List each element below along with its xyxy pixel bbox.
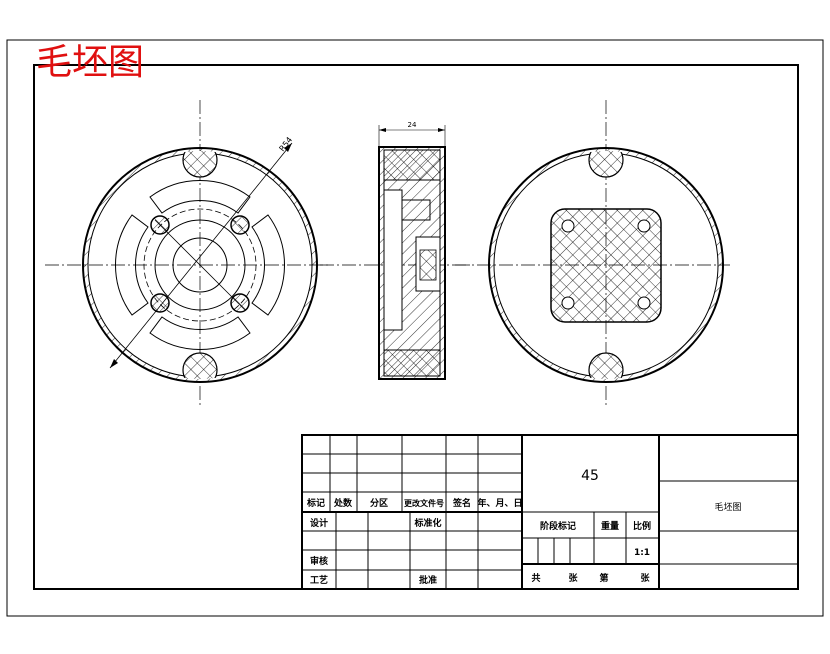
- drawing-name: 毛坯图: [714, 501, 741, 513]
- right-view: [455, 100, 730, 405]
- sheet-no-label: 第: [599, 572, 608, 584]
- rev-header-mark: 标记: [306, 497, 325, 509]
- review-label: 审核: [310, 555, 328, 567]
- sheets-label-2: 张: [640, 572, 650, 584]
- rev-header-doc: 更改文件号: [404, 498, 444, 508]
- title-block: [301, 434, 799, 590]
- rev-header-zone: 分区: [370, 497, 388, 509]
- sheets-label: 张: [568, 572, 578, 584]
- process-label: 工艺: [310, 574, 328, 586]
- left-view: [45, 100, 330, 405]
- overlay-title: 毛坯图: [36, 42, 144, 83]
- rev-header-count: 处数: [333, 497, 353, 509]
- scale-value: 1:1: [634, 548, 650, 558]
- total-label: 共: [531, 572, 540, 584]
- radius-dimension: R54: [277, 135, 294, 153]
- weight-label: 重量: [601, 520, 619, 532]
- approve-label: 批准: [419, 574, 437, 586]
- rev-header-sign: 签名: [452, 497, 471, 509]
- section-view: [320, 125, 470, 380]
- material-value: 45: [581, 468, 599, 484]
- scale-label: 比例: [633, 520, 651, 532]
- standardize-label: 标准化: [413, 517, 441, 529]
- stage-label: 阶段标记: [540, 520, 576, 532]
- width-dimension: 24: [408, 121, 417, 129]
- rev-header-date: 年、月、日: [477, 497, 522, 509]
- design-label: 设计: [310, 517, 328, 529]
- outer-border: [6, 39, 824, 617]
